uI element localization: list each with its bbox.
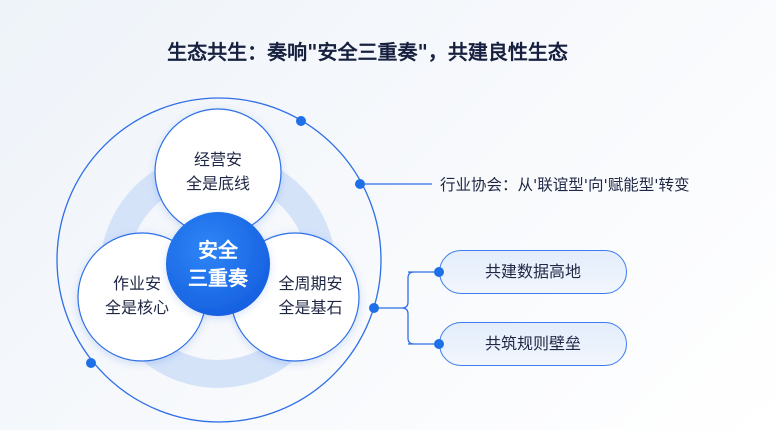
- dot: [369, 303, 379, 313]
- dot: [86, 358, 96, 368]
- pill-rule-barrier: 共筑规则壁垒: [439, 322, 627, 366]
- center-label: 安全 三重奏: [168, 236, 268, 292]
- center-line: 安全: [198, 238, 238, 262]
- outer-circle: [56, 97, 382, 423]
- industry-association-note: 行业协会：从'联谊型'向'赋能型'转变: [440, 176, 690, 194]
- center-line: 三重奏: [188, 266, 248, 290]
- page-title: 生态共生：奏响"安全三重奏"，共建良性生态: [167, 40, 568, 64]
- label-line: 作业安: [112, 274, 161, 293]
- label-line: 全是底线: [185, 174, 250, 193]
- center-circle: [166, 212, 270, 316]
- dot: [355, 179, 365, 189]
- label-line: 经营安: [193, 150, 242, 169]
- label-line: 全是核心: [104, 298, 169, 317]
- label-line: 全是基石: [278, 298, 343, 317]
- label-line: 全周期安: [278, 274, 343, 293]
- circle-left-label: 作业安 全是核心: [87, 272, 187, 320]
- circle-right-label: 全周期安 全是基石: [258, 272, 363, 320]
- dot: [296, 116, 306, 126]
- bracket-connector: [374, 271, 439, 345]
- pill-data-highland: 共建数据高地: [439, 250, 627, 294]
- circle-top-label: 经营安 全是底线: [168, 148, 268, 196]
